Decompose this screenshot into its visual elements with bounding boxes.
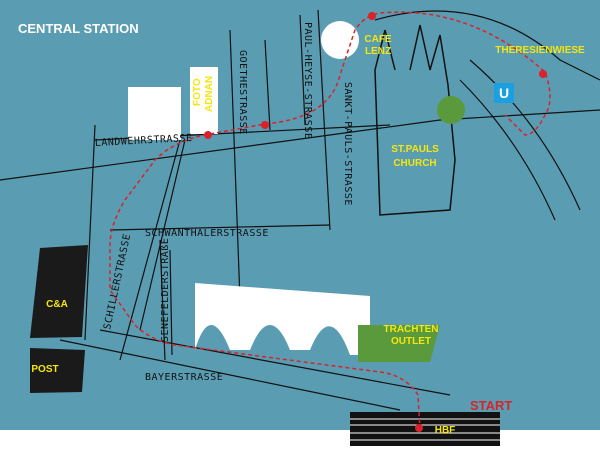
theresien-arc-1 [469, 59, 581, 211]
label-sankt-pauls: SANKT-PAULS-STRASSE [342, 82, 353, 206]
label-ca: C&A [46, 299, 68, 310]
map-title: CENTRAL STATION [18, 21, 139, 36]
label-start: START [470, 398, 512, 413]
schiller-inner-line [139, 139, 186, 331]
trachten-outlet-shape [358, 325, 440, 362]
west-line [84, 124, 96, 341]
label-cafe: CAFE [364, 34, 392, 45]
bayer-lower-line [59, 339, 401, 411]
goethestrasse-line [229, 29, 241, 301]
senefelder-inner-line [169, 249, 173, 356]
hbf-block [350, 412, 500, 446]
route-stop-cafe [368, 12, 376, 20]
ubahn-sign [494, 83, 514, 103]
foto-adnan-building [190, 67, 218, 134]
label-trachten: TRACHTEN [384, 324, 439, 335]
label-foto: FOTO [192, 78, 203, 106]
post-building [30, 348, 85, 393]
ubahn-letter: U [499, 85, 509, 101]
label-bayerstrasse: BAYERSTRASSE [145, 372, 223, 383]
label-landwehrstrasse: LANDWEHRSTRASSE [95, 133, 193, 149]
label-outlet: OUTLET [391, 336, 431, 347]
route-stop-hbf [415, 424, 423, 432]
hall-building [195, 283, 370, 355]
hbf-station [350, 412, 500, 446]
schillerstrasse-line [119, 139, 181, 361]
route-stop-foto [204, 131, 212, 139]
landwehrstrasse-line [0, 119, 441, 181]
map-background [0, 0, 600, 430]
building-block-white [128, 87, 181, 140]
schwanthaler-line [109, 224, 331, 231]
church-spire-3 [429, 34, 449, 86]
north-arc-line [374, 10, 600, 81]
east-line [439, 109, 600, 121]
label-schwanthalerstrasse: SCHWANTHALERSTRASSE [145, 228, 269, 239]
ca-building [30, 245, 88, 338]
label-goethestrasse: GOETHESTRASSE [237, 50, 248, 135]
theresien-arc-2 [459, 79, 556, 221]
route-stop-theresien [539, 70, 547, 78]
bottom-margin [0, 430, 600, 451]
church-walls [374, 69, 456, 216]
senefelder-line [159, 239, 166, 361]
label-church: CHURCH [393, 158, 436, 169]
label-hbf: HBF [435, 425, 456, 436]
church-outline [374, 24, 456, 216]
cafe-lenz-marker [321, 21, 359, 59]
park-circle [437, 96, 465, 124]
church-spire-1 [374, 29, 396, 71]
paul-heyse-line [299, 14, 306, 126]
label-theresienwiese: THERESIENWIESE [495, 45, 585, 56]
goethe-east-line [264, 39, 271, 131]
church-spire-2 [409, 24, 431, 71]
label-lenz: LENZ [365, 46, 391, 57]
walking-route [109, 11, 551, 431]
route-stop-goethe [261, 121, 269, 129]
label-paul-heyse: PAUL-HEYSE-STRASSE [302, 22, 313, 139]
sankt-pauls-line [317, 9, 331, 231]
label-st-pauls: ST.PAULS [391, 144, 439, 155]
label-adnan: ADNAN [204, 76, 215, 112]
label-senefelderstrasse: SENEFELDERSTRAßE [160, 238, 171, 342]
label-post: POST [31, 364, 58, 375]
